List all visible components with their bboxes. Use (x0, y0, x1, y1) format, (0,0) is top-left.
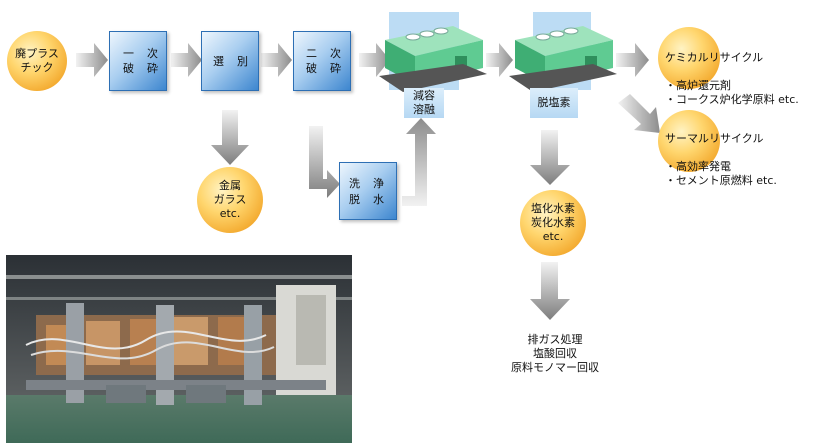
arrow-dechlor-to-gas (530, 130, 570, 185)
washing-line1: 洗 浄 (349, 177, 385, 190)
primary-crush-line1: 一 次 (123, 47, 159, 60)
step-sorting: 選 別 (201, 31, 259, 91)
washing-line2: 脱 水 (349, 193, 385, 206)
byproduct-gas: 塩化水素 炭化水素 etc. (520, 190, 586, 256)
output-exhaust: 排ガス処理 塩酸回収 原料モノマー回収 (511, 333, 599, 374)
arrow-wash-to-melt (402, 118, 436, 206)
step-washing: 洗 浄 脱 水 (339, 162, 397, 220)
plant-photo (6, 255, 352, 443)
output-thermal-bg (658, 110, 720, 172)
output-chemical-title: ケミカルリサイクル (665, 51, 764, 64)
sorting-label: 選 別 (213, 55, 249, 68)
output-chemical: ケミカルリサイクル ・高炉還元剤 ・コークス炉化学原料 etc. (665, 37, 799, 121)
output-thermal-items: ・高効率発電 ・セメント原燃料 etc. (665, 160, 777, 187)
arrow-sort-to-metal (211, 110, 249, 165)
output-thermal: サーマルリサイクル ・高効率発電 ・セメント原燃料 etc. (665, 118, 777, 202)
secondary-crush-line1: 二 次 (306, 47, 342, 60)
arrow-crush-to-sort (171, 43, 202, 77)
dechlor-machine-illustration (509, 12, 617, 92)
byproduct-metal-glass: 金属 ガラス etc. (197, 167, 263, 233)
output-chemical-bg (658, 27, 720, 89)
arrow-crush2-to-wash (309, 126, 340, 198)
dechlor-label: 脱塩素 (530, 88, 578, 118)
output-chemical-items: ・高炉還元剤 ・コークス炉化学原料 etc. (665, 79, 799, 106)
melt-label: 減容 溶融 (404, 88, 444, 118)
arrow-crush2-to-melt (359, 43, 390, 77)
input-waste-plastic: 廃プラス チック (7, 31, 67, 91)
primary-crush-line2: 破 砕 (123, 62, 159, 75)
secondary-crush-line2: 破 砕 (306, 62, 342, 75)
arrow-dechlor-to-thermal (618, 94, 660, 133)
melt-machine-illustration (379, 12, 487, 92)
step-primary-crush: 一 次 破 砕 (109, 31, 167, 91)
arrow-start-to-crush (76, 43, 108, 77)
step-secondary-crush: 二 次 破 砕 (293, 31, 351, 91)
arrow-sort-to-crush2 (261, 43, 292, 77)
output-thermal-title: サーマルリサイクル (665, 132, 764, 145)
arrow-melt-to-dechlor (486, 43, 513, 77)
arrow-dechlor-to-chemical (616, 43, 649, 77)
arrow-gas-to-exhaust (530, 262, 570, 320)
